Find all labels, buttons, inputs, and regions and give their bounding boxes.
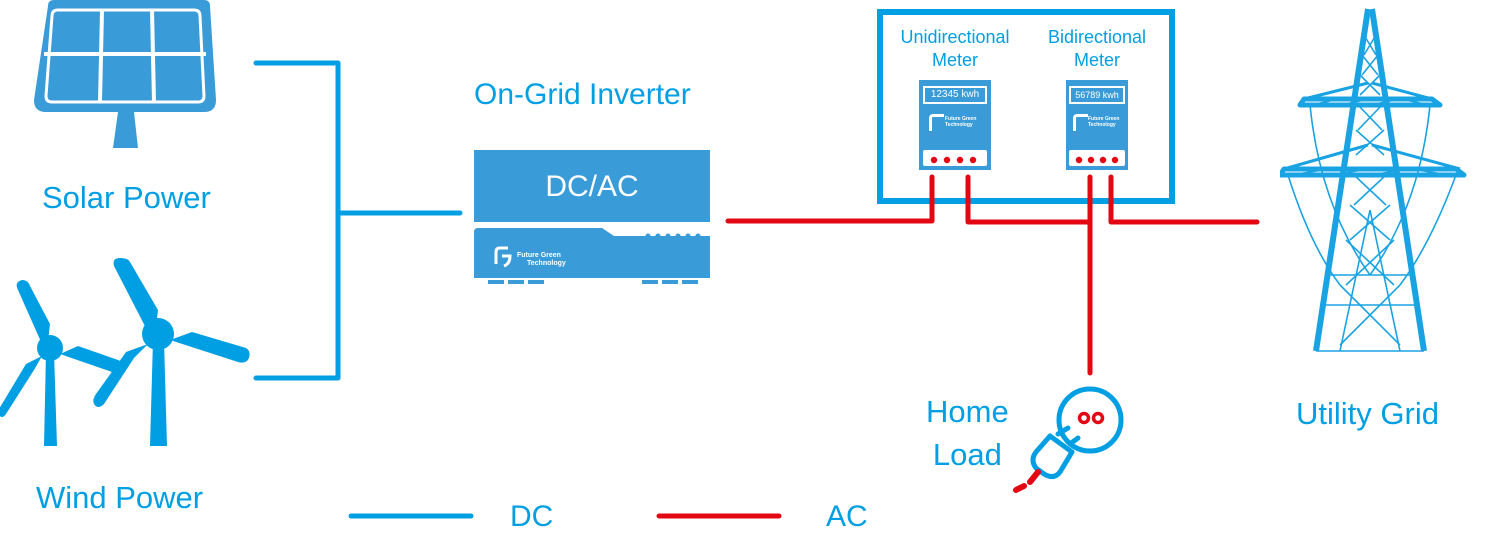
bidirectional-meter-title: Bidirectional Meter [1027, 26, 1167, 72]
utility-grid-label: Utility Grid [1296, 396, 1439, 431]
unidirectional-meter-title-line2: Meter [931, 50, 978, 70]
indicator-leds [645, 233, 701, 239]
solar-power-label: Solar Power [42, 180, 211, 215]
bidirectional-meter-reading: 56789 kwh [1069, 86, 1125, 104]
dc-wire-solar [253, 60, 341, 216]
bidirectional-meter-title-line2: Meter [1073, 50, 1120, 70]
unidirectional-meter-title-line1: Unidirectional [900, 27, 1010, 47]
ac-wire-meter-to-meter [965, 174, 1093, 225]
brand-logo-icon [929, 114, 944, 131]
inverter-top-unit: DC/AC [474, 150, 710, 222]
legend-dc-swatch [348, 513, 474, 519]
ac-wiring [725, 174, 1260, 376]
inverter-function-label: DC/AC [545, 170, 639, 203]
unidirectional-meter-brand-line2: Technology [945, 122, 973, 128]
bidirectional-meter-title-line1: Bidirectional [1047, 27, 1147, 47]
inverter-brand-line2: Technology [527, 260, 566, 267]
meter-enclosure [877, 9, 1175, 204]
unidirectional-meter-title: Unidirectional Meter [885, 26, 1025, 72]
unidirectional-meter: 12345 kwh Future Green Technology [919, 80, 991, 170]
brand-logo-icon [494, 246, 512, 268]
ac-wire-meter-to-grid [1108, 174, 1260, 225]
bidirectional-meter-terminal-block [1069, 150, 1125, 166]
ac-wire-inverter-to-meter [725, 174, 935, 224]
terminal-dots [1075, 156, 1119, 164]
legend-ac-swatch [656, 513, 782, 519]
home-load-label-line2: Load [932, 437, 1002, 472]
unidirectional-meter-brand-line1: Future Green [945, 116, 977, 122]
unidirectional-meter-reading: 12345 kwh [923, 86, 987, 104]
bidirectional-meter-brand-line1: Future Green [1088, 116, 1120, 122]
home-load-label: Home Load [926, 390, 1009, 476]
wind-turbine-icon [0, 258, 250, 446]
legend-ac-label: AC [826, 500, 868, 533]
transmission-tower-icon [1280, 8, 1467, 352]
bidirectional-meter: 56789 kwh Future Green Technology [1066, 80, 1128, 170]
bidirectional-meter-brand-line2: Technology [1088, 122, 1116, 128]
dc-wire-wind [253, 210, 341, 381]
inverter-title: On-Grid Inverter [474, 78, 691, 111]
legend-dc-label: DC [510, 500, 554, 533]
terminal-dots [930, 156, 977, 164]
dc-wiring [253, 60, 463, 381]
inverter-bottom-unit [474, 228, 710, 284]
wind-power-label: Wind Power [36, 480, 204, 515]
brand-logo-icon [1073, 114, 1088, 131]
unidirectional-meter-terminal-block [923, 150, 987, 166]
home-load-label-line1: Home [926, 394, 1009, 429]
inverter-brand-line1: Future Green [517, 252, 561, 259]
solar-panel-icon [34, 0, 216, 148]
power-plug-icon [1013, 386, 1124, 493]
